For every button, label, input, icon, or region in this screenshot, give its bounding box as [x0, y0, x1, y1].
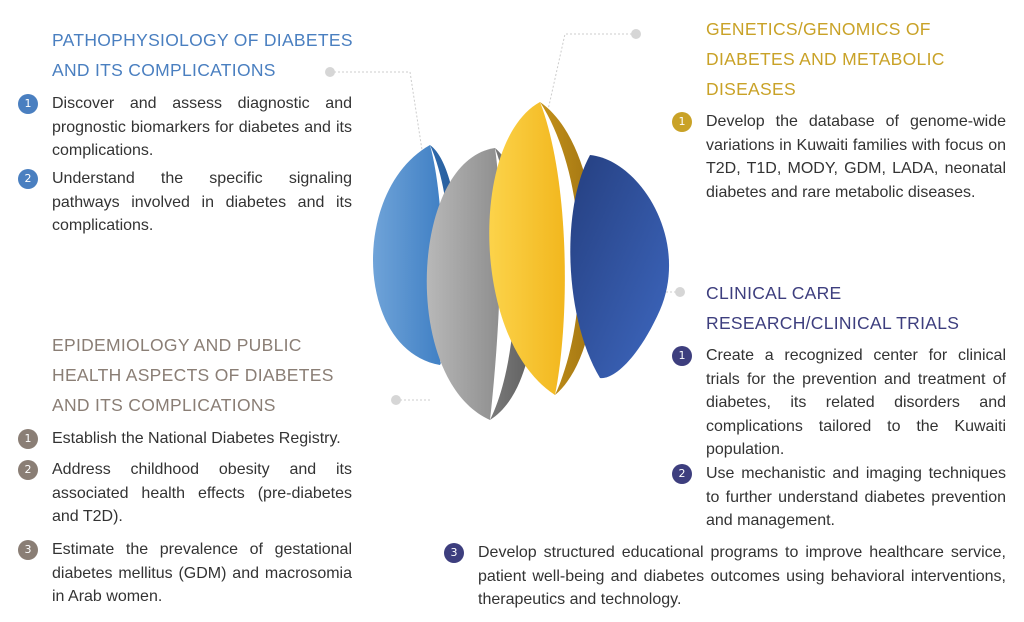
genetics-heading: GENETICS/GENOMICS OF DIABETES AND METABO…: [706, 14, 945, 104]
epidemiology-item-3: 3 Estimate the prevalence of gestational…: [18, 538, 352, 609]
epidemiology-item-2: 2 Address childhood obesity and its asso…: [18, 458, 352, 529]
item-text: Use mechanistic and imaging techniques t…: [706, 465, 1006, 529]
heading-line: EPIDEMIOLOGY AND PUBLIC: [52, 335, 302, 355]
item-number-badge: 3: [18, 540, 38, 560]
connector-dots: [325, 29, 685, 405]
heading-line: AND ITS COMPLICATIONS: [52, 395, 276, 415]
item-text: Estimate the prevalence of gestational d…: [52, 541, 352, 605]
item-text: Understand the specific signaling pathwa…: [52, 170, 352, 234]
gray-slab: [426, 148, 501, 420]
item-text: Develop structured educational programs …: [478, 544, 1006, 608]
gold-slab: [489, 102, 565, 395]
heading-line: DIABETES AND METABOLIC: [706, 49, 945, 69]
item-number-badge: 2: [18, 169, 38, 189]
item-text: Establish the National Diabetes Registry…: [52, 430, 341, 447]
item-number-badge: 2: [672, 464, 692, 484]
heading-line: GENETICS/GENOMICS OF: [706, 19, 931, 39]
pathophysiology-heading: PATHOPHYSIOLOGY OF DIABETES AND ITS COMP…: [52, 25, 353, 85]
heading-line: CLINICAL CARE: [706, 283, 842, 303]
epidemiology-item-1: 1 Establish the National Diabetes Regist…: [18, 427, 358, 451]
item-text: Address childhood obesity and its associ…: [52, 461, 352, 525]
genetics-item-1: 1 Develop the database of genome-wide va…: [672, 110, 1006, 204]
item-number-badge: 3: [444, 543, 464, 563]
item-text: Discover and assess diagnostic and progn…: [52, 95, 352, 159]
clinical-item-1: 1 Create a recognized center for clinica…: [672, 344, 1006, 462]
clinical-item-2: 2 Use mechanistic and imaging techniques…: [672, 462, 1006, 533]
item-text: Create a recognized center for clinical …: [706, 347, 1006, 458]
blue-slab: [372, 145, 443, 365]
item-text: Develop the database of genome-wide vari…: [706, 113, 1006, 201]
item-number-badge: 1: [18, 429, 38, 449]
heading-line: HEALTH ASPECTS OF DIABETES: [52, 365, 334, 385]
heading-line: AND ITS COMPLICATIONS: [52, 60, 276, 80]
item-number-badge: 1: [672, 346, 692, 366]
clinical-heading: CLINICAL CARE RESEARCH/CLINICAL TRIALS: [706, 278, 959, 338]
item-number-badge: 2: [18, 460, 38, 480]
pathophysiology-item-2: 2 Understand the specific signaling path…: [18, 167, 352, 238]
item-number-badge: 1: [18, 94, 38, 114]
heading-line: PATHOPHYSIOLOGY OF DIABETES: [52, 30, 353, 50]
pathophysiology-item-1: 1 Discover and assess diagnostic and pro…: [18, 92, 352, 163]
heading-line: DISEASES: [706, 79, 796, 99]
epidemiology-heading: EPIDEMIOLOGY AND PUBLIC HEALTH ASPECTS O…: [52, 330, 334, 420]
navy-slab: [570, 155, 670, 379]
clinical-item-3: 3 Develop structured educational program…: [444, 541, 1006, 612]
item-number-badge: 1: [672, 112, 692, 132]
heading-line: RESEARCH/CLINICAL TRIALS: [706, 313, 960, 333]
